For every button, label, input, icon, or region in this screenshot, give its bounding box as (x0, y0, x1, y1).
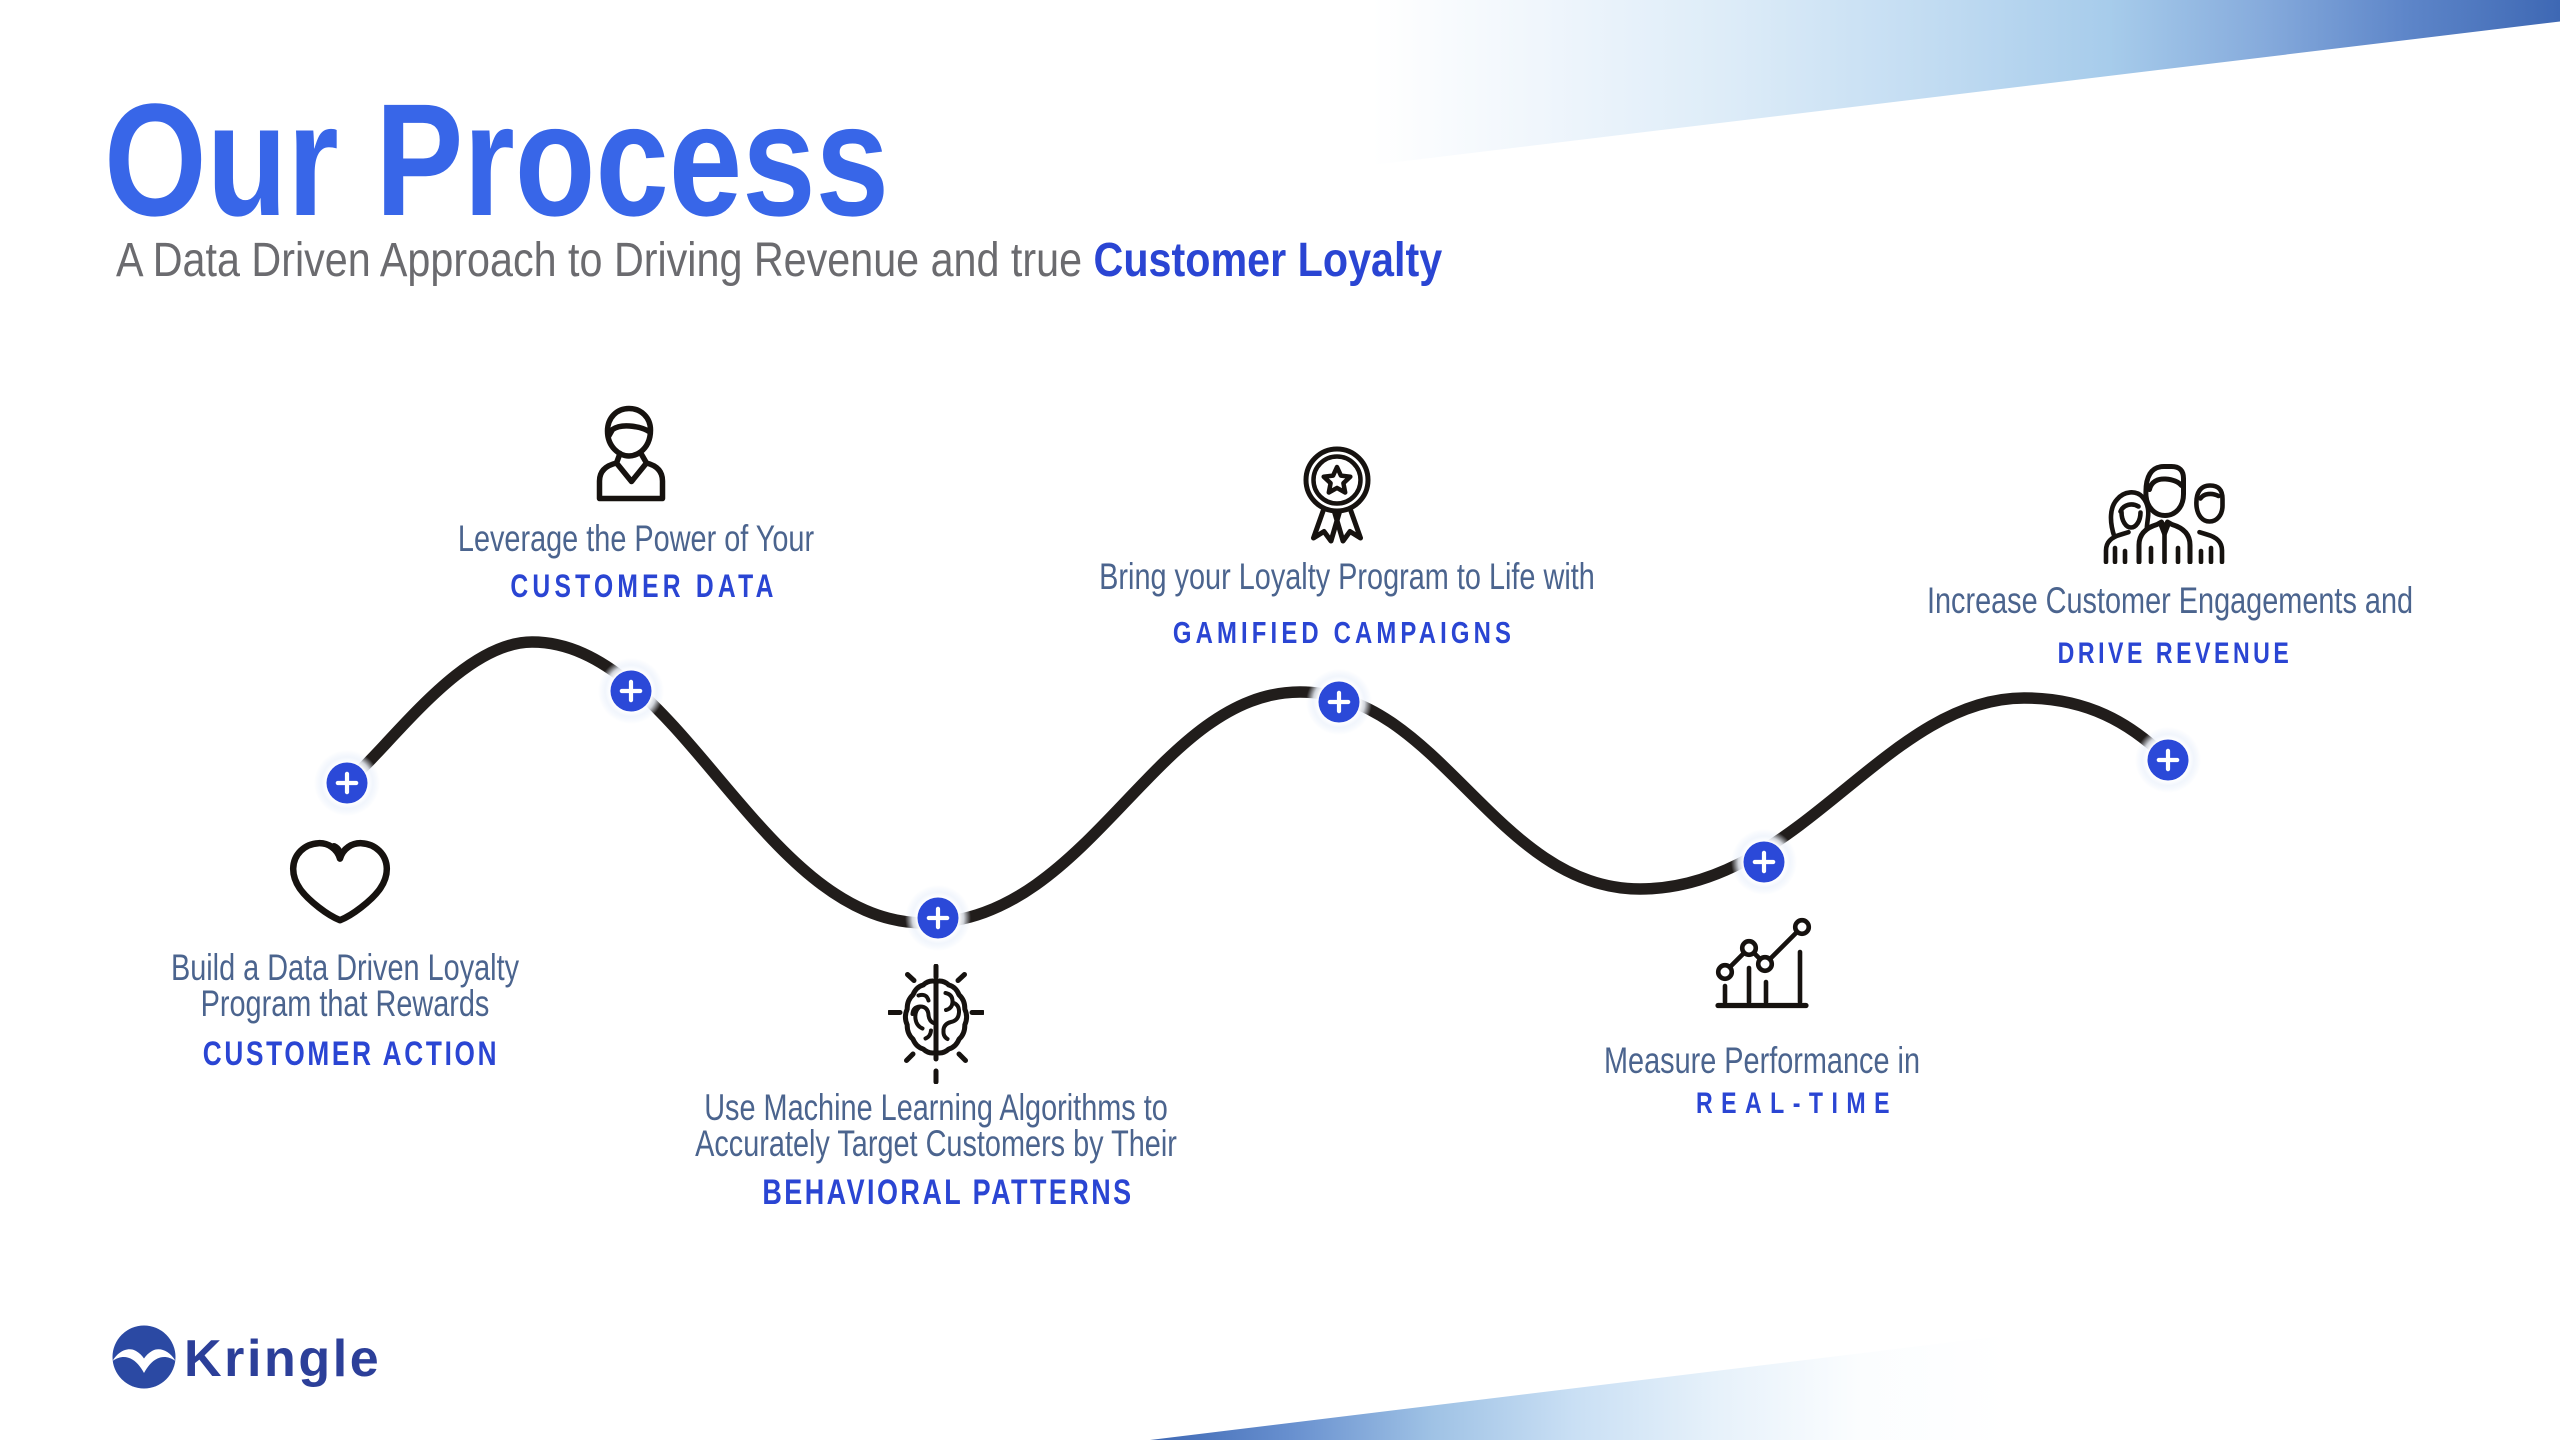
step-description: Use Machine Learning Algorithms to Accur… (663, 1087, 1209, 1164)
plus-marker-1 (314, 750, 380, 816)
plus-marker-4 (1306, 669, 1372, 735)
step-heading: CUSTOMER DATA (510, 568, 778, 604)
step-description-line: Increase Customer Engagements and (1926, 580, 2414, 621)
step-description-line: Measure Performance in (1604, 1040, 1920, 1081)
wave-path (341, 636, 2174, 929)
plus-marker-5 (1731, 829, 1797, 895)
step-description: Leverage the Power of Your (363, 518, 909, 559)
plus-icon (926, 906, 950, 930)
step-description-line: Accurately Target Customers by Their (695, 1123, 1177, 1164)
plus-icon (619, 679, 643, 703)
subtitle-bold: Customer Loyalty (1093, 234, 1443, 287)
step-description: Build a Data Driven Loyalty Program that… (72, 947, 618, 1024)
step-heading: DRIVE REVENUE (2057, 637, 2293, 670)
step-description-line: Program that Rewards (200, 983, 490, 1024)
heart-icon (289, 839, 391, 924)
plus-icon (1327, 690, 1351, 714)
page-subtitle: A Data Driven Approach to Driving Revenu… (116, 237, 1442, 285)
step-heading: REAL-TIME (1695, 1087, 1898, 1120)
step-description-line: Leverage the Power of Your (457, 518, 815, 559)
step-description: Bring your Loyalty Program to Life with (1074, 556, 1620, 597)
step-heading: GAMIFIED CAMPAIGNS (1172, 615, 1516, 650)
step-description-line: Build a Data Driven Loyalty (170, 947, 520, 988)
award-icon (1303, 446, 1371, 544)
plus-icon (1752, 850, 1776, 874)
page-title: Our Process (104, 70, 890, 249)
kringle-logo-text: Kringle (184, 1330, 382, 1388)
step-description-line: Bring your Loyalty Program to Life with (1099, 556, 1595, 597)
plus-marker-2 (598, 658, 664, 724)
plus-icon (335, 771, 359, 795)
people-icon (2103, 464, 2225, 564)
chart-icon (1715, 917, 1812, 1009)
step-description-line: Use Machine Learning Algorithms to (704, 1087, 1168, 1128)
kringle-logo: Kringle (111, 1324, 511, 1394)
step-description: Increase Customer Engagements and (1897, 580, 2443, 621)
step-description: Measure Performance in (1489, 1040, 2035, 1081)
step-heading: BEHAVIORAL PATTERNS (762, 1173, 1134, 1212)
person-icon (596, 405, 666, 502)
plus-icon (2156, 748, 2180, 772)
plus-marker-3 (905, 885, 971, 951)
brain-icon (888, 964, 984, 1084)
kringle-logo-icon (112, 1325, 176, 1389)
subtitle-regular: A Data Driven Approach to Driving Revenu… (116, 234, 1094, 287)
plus-marker-6 (2135, 727, 2201, 793)
step-heading: CUSTOMER ACTION (202, 1035, 500, 1073)
